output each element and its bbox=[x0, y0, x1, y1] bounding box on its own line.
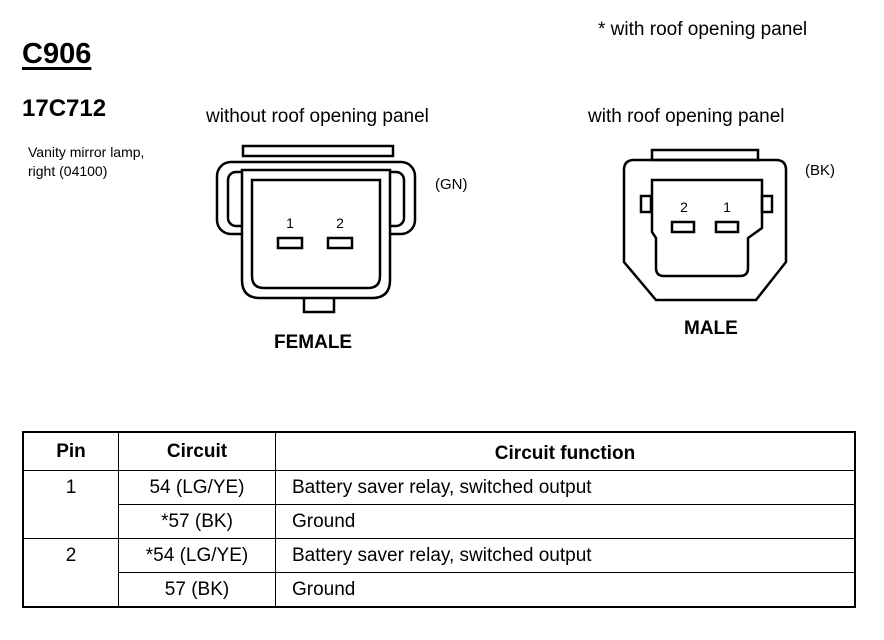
function-cell: Battery saver relay, switched output bbox=[275, 470, 856, 505]
table-header-row: Pin Circuit Circuit function bbox=[22, 431, 856, 471]
circuit-cell: 57 (BK) bbox=[118, 572, 276, 608]
male-outer-shell bbox=[622, 158, 788, 302]
connector-id: C906 bbox=[22, 38, 92, 70]
female-pin-2-cavity bbox=[326, 236, 354, 250]
female-connector-drawing bbox=[215, 144, 417, 314]
circuit-cell: *57 (BK) bbox=[118, 504, 276, 539]
description-line-2: right (04100) bbox=[28, 163, 108, 179]
male-pin-2-number: 2 bbox=[680, 199, 688, 215]
male-pin-2-cavity bbox=[670, 220, 696, 234]
female-body-inner bbox=[250, 178, 382, 290]
description-line-1: Vanity mirror lamp, bbox=[28, 144, 145, 160]
female-body bbox=[240, 168, 392, 300]
header-function: Circuit function bbox=[275, 431, 856, 471]
table-row: *57 (BK) Ground bbox=[23, 504, 856, 539]
male-latch-top bbox=[650, 148, 760, 162]
circuit-cell: *54 (LG/YE) bbox=[118, 538, 276, 573]
function-cell: Ground bbox=[275, 504, 856, 539]
part-number: 17C712 bbox=[22, 95, 107, 122]
connector-drawings: 1 2 2 1 bbox=[215, 144, 788, 314]
pin-cell: 2 bbox=[22, 538, 119, 608]
left-connector-color: (GN) bbox=[435, 176, 468, 193]
male-inner-shape bbox=[650, 178, 764, 278]
right-connector-label: with roof opening panel bbox=[588, 106, 785, 127]
male-left-key bbox=[639, 194, 653, 214]
table-row: 57 (BK) Ground bbox=[23, 572, 856, 608]
header-pin: Pin bbox=[22, 431, 119, 471]
function-cell: Ground bbox=[275, 572, 856, 608]
connector-description: Vanity mirror lamp, right (04100) bbox=[28, 143, 188, 181]
left-connector-gender: FEMALE bbox=[274, 332, 353, 353]
function-cell: Battery saver relay, switched output bbox=[275, 538, 856, 573]
footnote: * with roof opening panel bbox=[598, 19, 808, 40]
male-right-key bbox=[760, 194, 774, 214]
female-tab bbox=[302, 298, 336, 314]
header-circuit: Circuit bbox=[118, 431, 276, 471]
pin-cell: 1 bbox=[22, 470, 119, 539]
female-latch-top bbox=[241, 144, 395, 158]
table-row: 2 *54 (LG/YE) Battery saver relay, switc… bbox=[22, 538, 856, 608]
female-pin-1-cavity bbox=[276, 236, 304, 250]
male-connector-drawing bbox=[622, 148, 788, 302]
right-connector-gender: MALE bbox=[684, 318, 738, 339]
female-pin-1-number: 1 bbox=[286, 215, 294, 231]
pin-table: Pin Circuit Circuit function 1 54 (LG/YE… bbox=[22, 431, 856, 608]
left-connector-label: without roof opening panel bbox=[206, 106, 429, 127]
circuit-cell: 54 (LG/YE) bbox=[118, 470, 276, 505]
male-pin-1-cavity bbox=[714, 220, 740, 234]
table-row: 1 54 (LG/YE) Battery saver relay, switch… bbox=[22, 470, 856, 539]
right-connector-color: (BK) bbox=[805, 162, 835, 179]
female-pin-2-number: 2 bbox=[336, 215, 344, 231]
male-pin-1-number: 1 bbox=[723, 199, 731, 215]
